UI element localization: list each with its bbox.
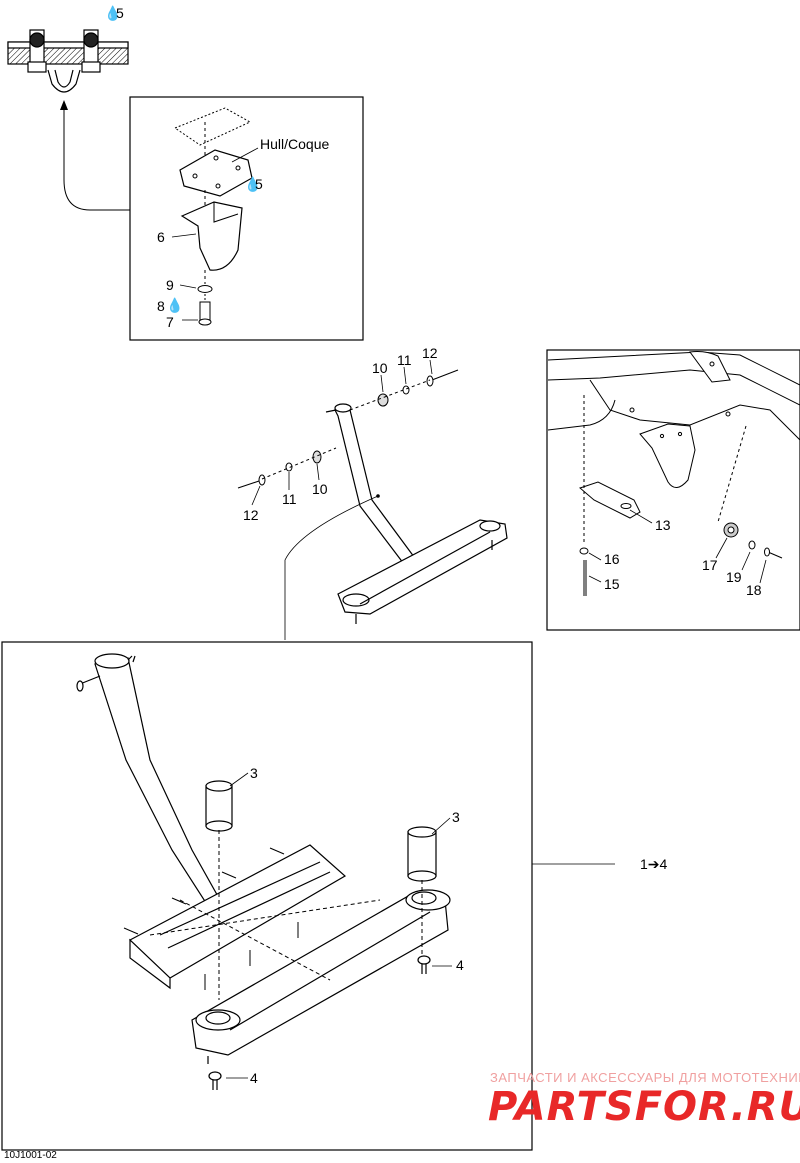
mounting-detail xyxy=(547,351,800,596)
watermark-subtitle: ЗАПЧАСТИ И АКСЕССУАРЫ ДЛЯ МОТОТЕХНИКИ xyxy=(490,1070,800,1085)
tray-screws xyxy=(123,830,423,1000)
label-3-right: 3 xyxy=(452,809,460,825)
drop-icon-5-mid: 💧 xyxy=(244,176,261,193)
label-19: 19 xyxy=(726,569,742,585)
label-10-bottom: 10 xyxy=(312,481,328,497)
label-18: 18 xyxy=(746,582,762,598)
watermark-logo: PARTSFOR.RU xyxy=(488,1084,800,1130)
drop-icon-5-top: 💧 xyxy=(104,5,121,22)
label-5-mid: 5 xyxy=(255,176,263,192)
left-hardware xyxy=(237,447,337,489)
label-8: 8 xyxy=(157,298,165,314)
label-6: 6 xyxy=(157,229,165,245)
label-12-bottom: 12 xyxy=(243,507,259,523)
label-11-bottom: 11 xyxy=(282,491,297,507)
figure-code: 10J1001-02 xyxy=(4,1150,57,1161)
arrowhead xyxy=(60,100,68,110)
label-1-to-4: 1➔4 xyxy=(640,856,668,872)
label-3-left: 3 xyxy=(250,765,258,781)
label-11-top: 11 xyxy=(397,352,412,368)
label-15: 15 xyxy=(604,576,620,592)
label-10-top: 10 xyxy=(372,360,388,376)
label-4-left: 4 xyxy=(250,1070,258,1086)
hull-section-detail xyxy=(7,29,129,93)
label-4-right: 4 xyxy=(456,957,464,973)
main-assembly-box xyxy=(1,641,533,1151)
drop-icon-8: 💧 xyxy=(166,297,183,314)
label-13: 13 xyxy=(655,517,671,533)
mounting-detail-box xyxy=(546,349,800,631)
middle-leaders xyxy=(251,359,433,640)
label-12-top: 12 xyxy=(422,345,438,361)
label-17: 17 xyxy=(702,557,718,573)
leader-arrow xyxy=(63,102,130,211)
right-leaders xyxy=(588,509,767,584)
handle-tube-assembly xyxy=(325,403,508,624)
bracket-detail-box xyxy=(129,96,364,341)
right-hardware xyxy=(349,369,459,411)
label-5-top: 5 xyxy=(116,5,124,21)
bracket-leaders xyxy=(171,147,259,321)
bracket-assembly xyxy=(173,107,253,326)
reference-dot xyxy=(376,494,380,498)
label-16: 16 xyxy=(604,551,620,567)
main-leaders xyxy=(226,772,615,1079)
label-9: 9 xyxy=(166,277,174,293)
label-7: 7 xyxy=(166,314,174,330)
label-hull-coque: Hull/Coque xyxy=(260,136,329,152)
main-assembly xyxy=(76,653,451,1090)
